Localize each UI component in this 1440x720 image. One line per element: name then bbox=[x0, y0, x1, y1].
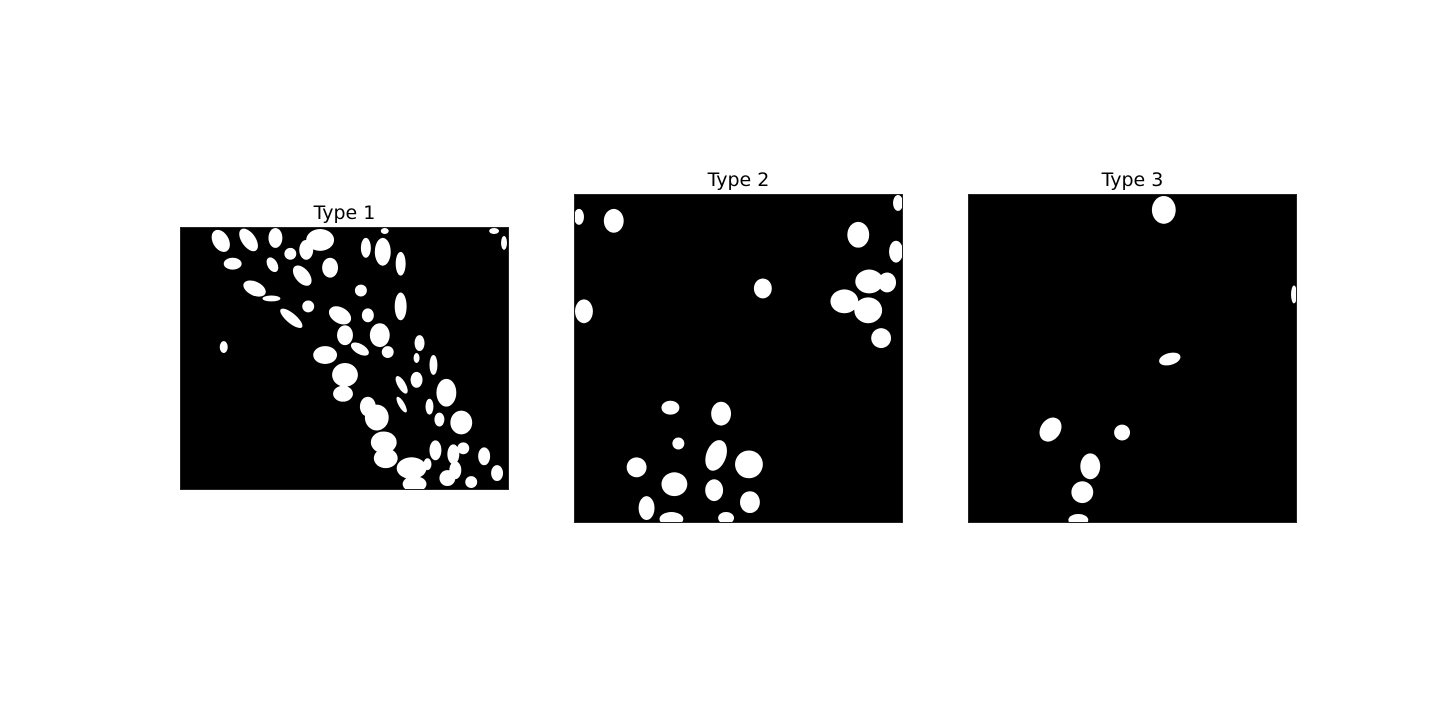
segmentation-mask-image bbox=[180, 227, 509, 490]
panel-title: Type 1 bbox=[313, 202, 376, 224]
figure-panel-type-3: Type 3 bbox=[968, 169, 1297, 523]
figure-panel-type-1: Type 1 bbox=[180, 202, 509, 490]
segmentation-mask-image bbox=[574, 194, 903, 523]
segmentation-mask-image bbox=[968, 194, 1297, 523]
figure-panel-type-2: Type 2 bbox=[574, 169, 903, 523]
panel-title: Type 3 bbox=[1101, 169, 1164, 191]
panel-title: Type 2 bbox=[707, 169, 770, 191]
